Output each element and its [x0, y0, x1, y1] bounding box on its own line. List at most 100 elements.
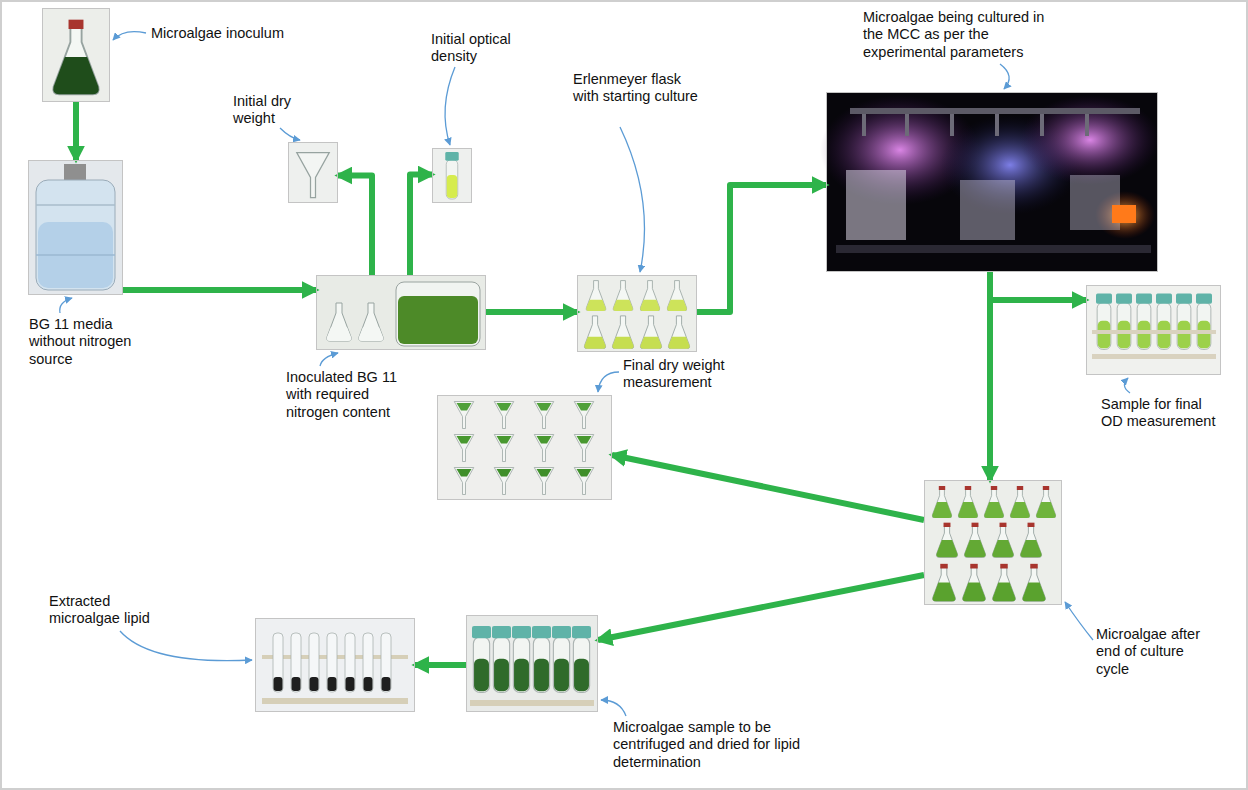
photo-caption: Microalgae after end of culture cycle [1096, 626, 1200, 678]
photo-caption: Microalgae inoculum [151, 25, 301, 42]
end-of-cycle-photo-part [993, 564, 1016, 601]
leader-lines-part [1124, 378, 1130, 393]
culture-chamber-photo-part [995, 114, 999, 136]
culture-chamber-photo-part [846, 170, 906, 240]
centrifuge-sample-photo-part [470, 700, 594, 706]
culture-chamber-photo-part [950, 114, 954, 136]
final-od-sample-photo-part [1092, 330, 1216, 334]
centrifuge-sample-photo-part [512, 626, 531, 693]
photo-box: Microalgae inoculum [42, 8, 110, 102]
end-of-cycle-photo-part [1023, 564, 1046, 601]
final-od-sample-photo-part [1116, 293, 1132, 349]
extracted-lipid-photo-part [291, 633, 301, 692]
end-of-cycle-photo-part [1036, 486, 1056, 518]
leader-lines-part [320, 353, 338, 366]
flow-arrow [410, 175, 432, 276]
final-od-sample-photo-part [1092, 354, 1216, 359]
extracted-lipid-photo-part [363, 633, 373, 692]
inoculum-photo-part [53, 20, 99, 95]
final-od-sample-photo-part [1176, 293, 1192, 349]
centrifuge-sample-photo-part [466, 615, 598, 712]
end-of-cycle-photo-part [984, 486, 1004, 518]
inoculated-media-photo-part [398, 296, 478, 344]
leader-lines-part [113, 32, 146, 40]
flow-arrow [338, 176, 372, 276]
final-dry-weight-photo-part [574, 435, 594, 462]
centrifuge-sample-photo-part [552, 626, 571, 693]
photo-caption: Sample for final OD measurement [1101, 396, 1223, 431]
culture-chamber-photo-part [836, 245, 1151, 253]
final-dry-weight-photo-part [494, 435, 514, 462]
final-dry-weight-photo-part [534, 402, 554, 429]
extracted-lipid-photo-part [345, 633, 355, 692]
photo-box: Initial optical density [432, 148, 472, 203]
end-of-cycle-photo-part [932, 486, 952, 518]
starting-culture-photo [577, 275, 697, 352]
final-dry-weight-photo-part [454, 402, 474, 429]
final-od-sample-photo-part [1156, 293, 1172, 349]
starting-culture-photo-part [640, 281, 660, 311]
inoculated-media-photo-part [396, 282, 480, 346]
photo-box: Final dry weight measurement [437, 395, 612, 500]
end-of-cycle-photo-part [924, 480, 1062, 605]
end-of-cycle-photo-part [958, 486, 978, 518]
photo-caption: Inoculated BG 11 with required nitrogen … [286, 369, 414, 421]
end-of-cycle-photo-part [964, 523, 985, 558]
photo-box: Inoculated BG 11 with required nitrogen … [316, 275, 486, 350]
flow-arrow [697, 185, 826, 312]
leader-lines-part [120, 631, 252, 661]
photo-caption: Microalgae sample to be centrifuged and … [613, 719, 808, 771]
flow-arrow [415, 662, 466, 668]
flow-arrow [598, 575, 924, 640]
media-bottle-photo [28, 160, 123, 295]
culture-chamber-photo-part [850, 108, 1140, 114]
final-od-sample-photo [1086, 285, 1221, 375]
inoculated-media-photo-part [359, 303, 383, 341]
photo-caption: Initial dry weight [233, 93, 315, 128]
media-bottle-photo-part [64, 164, 86, 180]
extracted-lipid-photo-part [309, 633, 319, 692]
extracted-lipid-photo-part [273, 633, 283, 692]
inoculum-photo [42, 8, 110, 102]
final-dry-weight-photo-part [454, 435, 474, 462]
media-bottle-photo-part [36, 204, 115, 206]
end-of-cycle-photo-part [936, 523, 957, 558]
photo-box: Microalgae after end of culture cycle [924, 480, 1062, 605]
final-dry-weight-photo-part [534, 468, 554, 495]
final-dry-weight-photo-part [494, 468, 514, 495]
extracted-lipid-photo-part [262, 698, 408, 704]
starting-culture-photo-part [586, 281, 606, 311]
extracted-lipid-photo-part [381, 633, 391, 692]
final-dry-weight-photo [437, 395, 612, 500]
leader-lines-part [1065, 602, 1093, 640]
inoculated-media-photo-part [316, 275, 486, 350]
culture-chamber-photo-part [1112, 205, 1136, 223]
culture-chamber-photo-part [862, 114, 866, 136]
final-dry-weight-photo-part [534, 435, 554, 462]
media-bottle-photo-part [28, 160, 123, 295]
centrifuge-sample-photo-part [532, 626, 551, 693]
optical-density-photo-part [445, 152, 458, 199]
leader-lines-part [620, 127, 645, 272]
final-od-sample-photo-part [1096, 293, 1112, 349]
photo-caption: Extracted microalgae lipid [49, 593, 169, 628]
leader-lines-part [1000, 64, 1009, 89]
dry-weight-photo [288, 142, 338, 203]
photo-box: BG 11 media without nitrogen source [28, 160, 123, 295]
inoculated-media-photo [316, 275, 486, 350]
centrifuge-sample-photo-part [472, 626, 491, 693]
optical-density-photo [432, 148, 472, 203]
starting-culture-photo-part [667, 281, 687, 311]
optical-density-photo-part [432, 148, 472, 203]
centrifuge-sample-photo [466, 615, 598, 712]
flow-arrow [987, 272, 993, 480]
final-od-sample-photo-part [1196, 293, 1212, 349]
photo-caption: BG 11 media without nitrogen source [29, 316, 151, 368]
photo-caption: Final dry weight measurement [623, 357, 741, 392]
culture-chamber-photo-part [1040, 114, 1044, 136]
dry-weight-photo-part [297, 153, 330, 198]
photo-box: Erlenmeyer flask with starting culture [577, 275, 697, 352]
culture-chamber-photo-part [1085, 114, 1089, 136]
